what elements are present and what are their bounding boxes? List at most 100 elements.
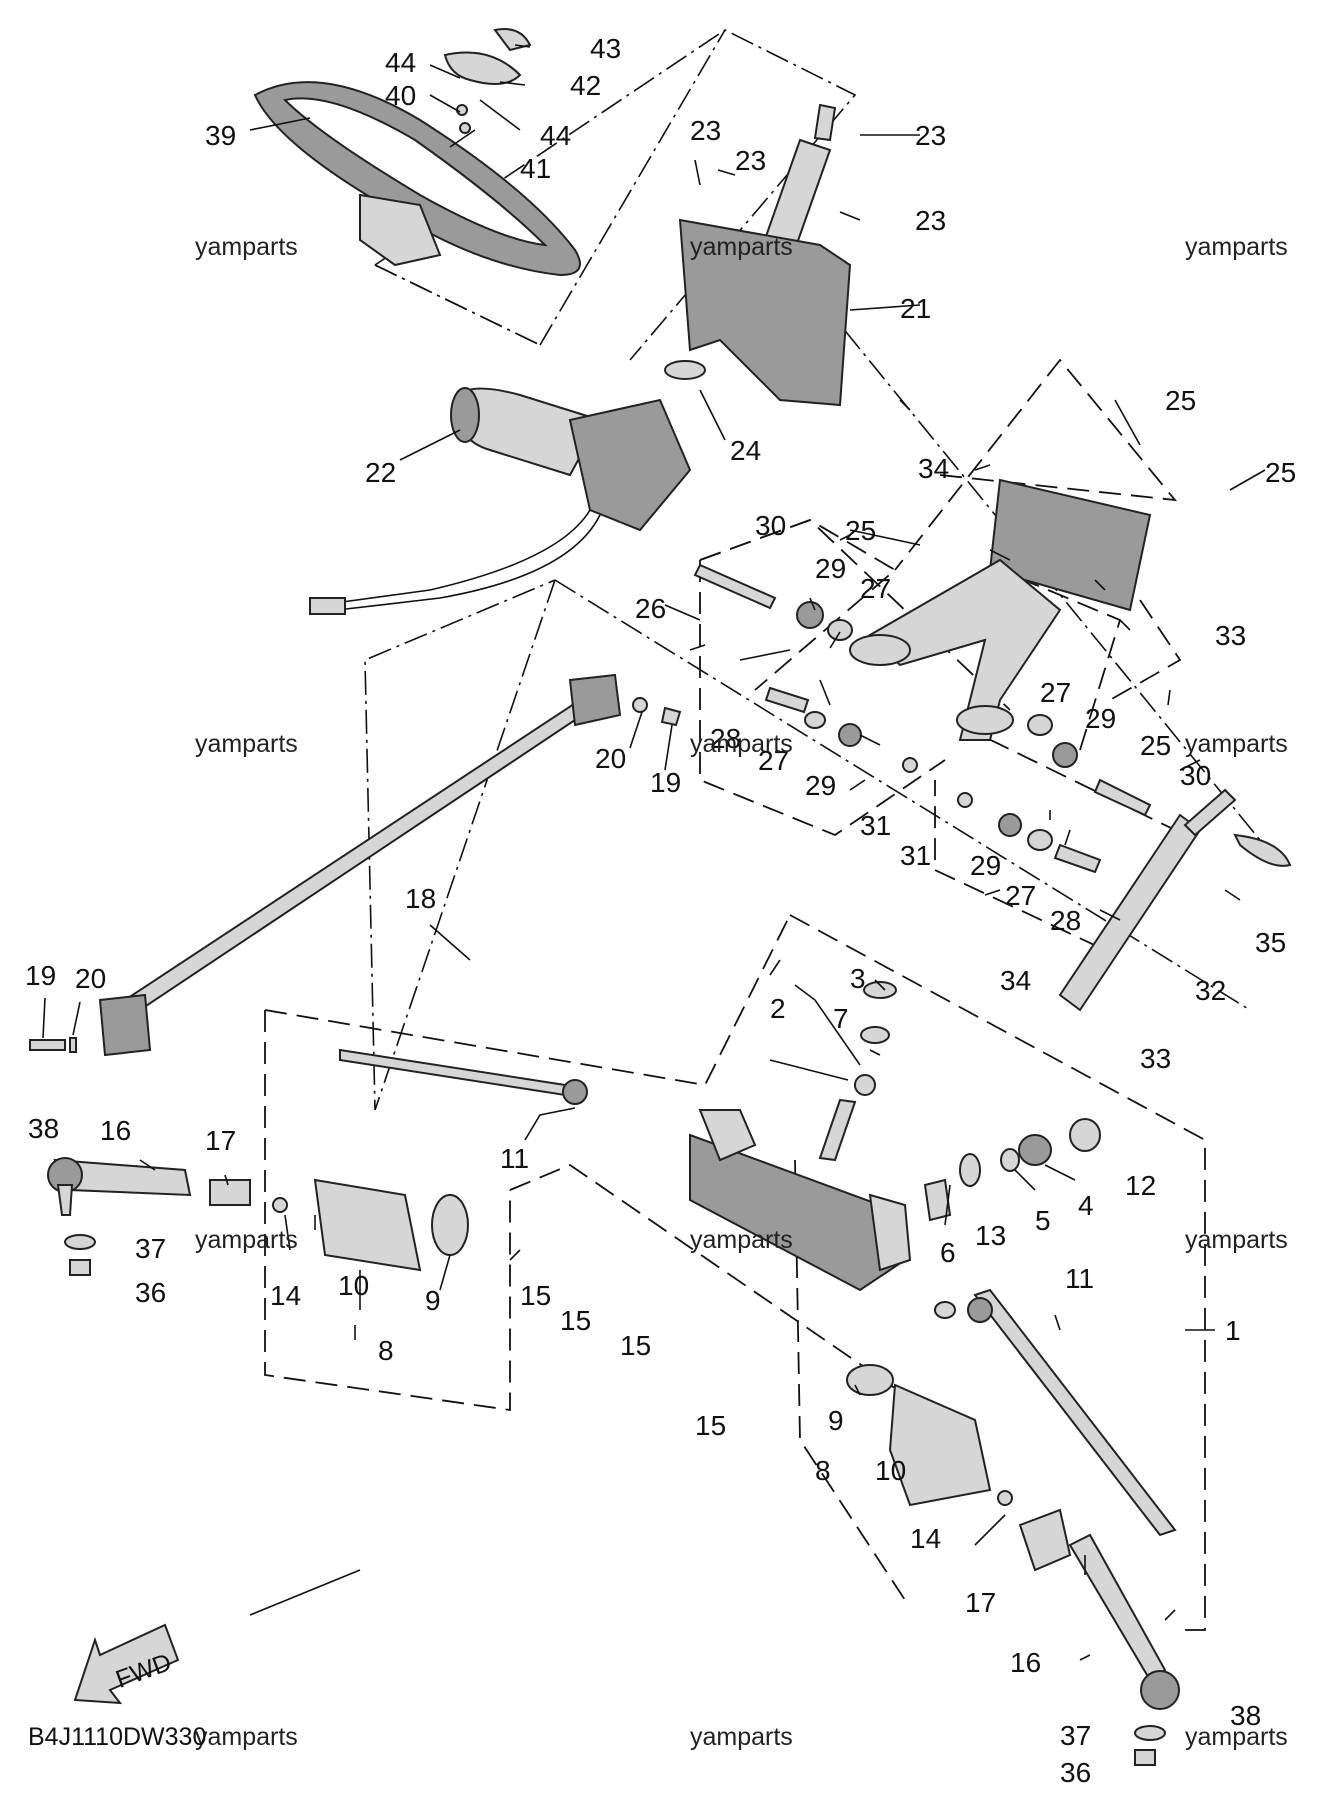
- watermark: yamparts: [690, 1723, 793, 1751]
- callout-27b: 27: [1040, 677, 1071, 708]
- watermark: yamparts: [690, 233, 793, 261]
- callout-18: 18: [405, 883, 436, 914]
- callout-29c: 29: [805, 770, 836, 801]
- watermarks: yamparts yamparts yamparts yamparts yamp…: [195, 233, 1288, 1751]
- callout-15b: 15: [560, 1305, 591, 1336]
- pivot-hardware-icon: [693, 563, 1152, 874]
- callout-17b: 17: [965, 1587, 996, 1618]
- callout-31b: 31: [900, 840, 931, 871]
- callout-34b: 34: [1000, 965, 1031, 996]
- watermark: yamparts: [690, 730, 793, 758]
- callout-23a: 23: [690, 115, 721, 146]
- callout-30b: 30: [1180, 760, 1211, 791]
- callout-24: 24: [730, 435, 761, 466]
- callout-36b: 36: [1060, 1757, 1091, 1788]
- callout-5: 5: [1035, 1205, 1051, 1236]
- callout-1: 1: [1225, 1315, 1241, 1346]
- callout-25a: 25: [1165, 385, 1196, 416]
- callout-19: 19: [25, 960, 56, 991]
- fwd-arrow-icon: FWD: [73, 1623, 180, 1705]
- callout-40: 40: [385, 80, 416, 111]
- watermark: yamparts: [1185, 233, 1288, 261]
- watermark: yamparts: [1185, 730, 1288, 758]
- watermark: yamparts: [195, 1723, 298, 1751]
- callout-27c: 27: [758, 745, 789, 776]
- callout-22: 22: [365, 457, 396, 488]
- callout-3: 3: [850, 963, 866, 994]
- callout-9: 9: [425, 1285, 441, 1316]
- watermark: yamparts: [195, 1226, 298, 1254]
- callout-33a: 33: [1215, 620, 1246, 651]
- eps-motor-icon: [309, 387, 692, 615]
- steering-wheel-icon: [253, 81, 581, 277]
- callout-20b: 20: [595, 743, 626, 774]
- callout-10b: 10: [875, 1455, 906, 1486]
- group-outlines: [264, 29, 1261, 1631]
- callout-11: 11: [500, 1143, 529, 1174]
- callout-7: 7: [833, 1003, 849, 1034]
- intermediate-shaft-icon: [29, 673, 682, 1057]
- callout-33b: 33: [1140, 1043, 1171, 1074]
- callout-numbers: 1 2 3 4 5 6 7 8 8 9 9 10 10 11 11 12 13 …: [25, 33, 1296, 1788]
- callout-32: 32: [1195, 975, 1226, 1006]
- callout-16b: 16: [1010, 1647, 1041, 1678]
- callout-14b: 14: [910, 1523, 941, 1554]
- callout-38b: 38: [1230, 1700, 1261, 1731]
- callout-34a: 34: [918, 453, 949, 484]
- callout-29b: 29: [1085, 703, 1116, 734]
- callout-23c: 23: [915, 120, 946, 151]
- callout-38: 38: [28, 1113, 59, 1144]
- callout-14: 14: [270, 1280, 301, 1311]
- callout-37b: 37: [1060, 1720, 1091, 1751]
- callout-23d: 23: [915, 205, 946, 236]
- callout-19b: 19: [650, 767, 681, 798]
- callout-30a: 30: [755, 510, 786, 541]
- callout-10: 10: [338, 1270, 369, 1301]
- callout-44a: 44: [385, 47, 416, 78]
- callout-21: 21: [900, 293, 931, 324]
- watermark: yamparts: [195, 730, 298, 758]
- callout-20: 20: [75, 963, 106, 994]
- watermark: yamparts: [690, 1226, 793, 1254]
- callout-28a: 28: [710, 723, 741, 754]
- leader-lines: [42, 44, 1266, 1661]
- callout-23b: 23: [735, 145, 766, 176]
- callout-8b: 8: [815, 1455, 831, 1486]
- callout-12: 12: [1125, 1170, 1156, 1201]
- callout-15: 15: [520, 1280, 551, 1311]
- callout-29d: 29: [970, 850, 1001, 881]
- watermark: yamparts: [1185, 1226, 1288, 1254]
- callout-13: 13: [975, 1220, 1006, 1251]
- callout-27a: 27: [860, 573, 891, 604]
- callout-26: 26: [635, 593, 666, 624]
- callout-2: 2: [770, 993, 786, 1024]
- bellows-icon: [313, 1178, 992, 1507]
- callout-15d: 15: [695, 1410, 726, 1441]
- steering-rack-icon: [339, 981, 1177, 1537]
- pedal-bracket-icon: [849, 478, 1152, 741]
- callout-4: 4: [1078, 1190, 1094, 1221]
- callout-36: 36: [135, 1277, 166, 1308]
- callout-27d: 27: [1005, 880, 1036, 911]
- callout-28b: 28: [1050, 905, 1081, 936]
- watermark: yamparts: [195, 233, 298, 261]
- watermark: yamparts: [1185, 1723, 1288, 1751]
- tie-rod-end-icon: [47, 1157, 1180, 1766]
- callout-8: 8: [378, 1335, 394, 1366]
- callout-44b: 44: [540, 120, 571, 151]
- callout-41: 41: [520, 153, 551, 184]
- callout-6: 6: [940, 1237, 956, 1268]
- callout-25c: 25: [845, 515, 876, 546]
- callout-31a: 31: [860, 810, 891, 841]
- callout-17: 17: [205, 1125, 236, 1156]
- steering-column-icon: [664, 103, 852, 407]
- damper-icon: [1058, 788, 1292, 1012]
- callout-25d: 25: [1140, 730, 1171, 761]
- callout-15c: 15: [620, 1330, 651, 1361]
- callout-16: 16: [100, 1115, 131, 1146]
- callout-35: 35: [1255, 927, 1286, 958]
- diagram-code: B4J1110DW330: [28, 1723, 206, 1751]
- callout-43: 43: [590, 33, 621, 64]
